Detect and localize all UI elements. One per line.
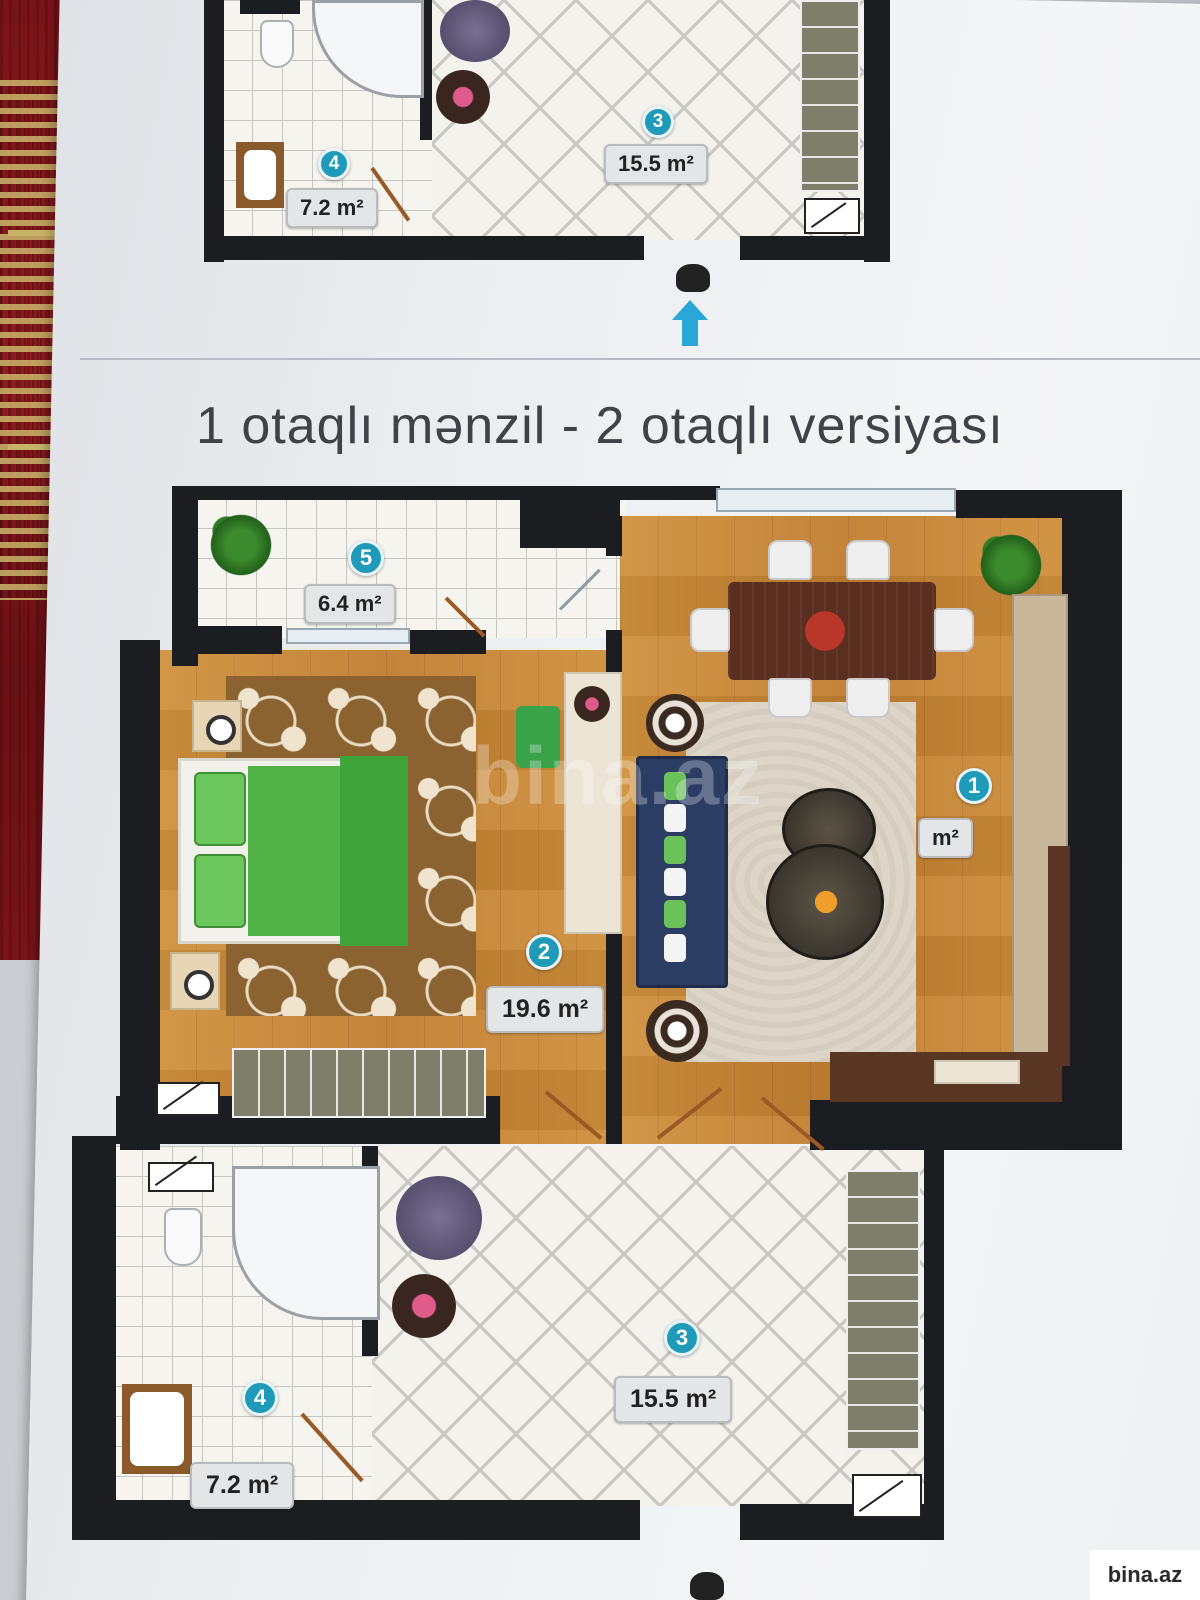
kitchen-cabinet-right — [1048, 846, 1070, 1066]
hall-ottoman — [396, 1176, 482, 1260]
top-wardrobe — [800, 0, 860, 192]
living-plant — [976, 530, 1046, 600]
top-room-4-badge: 4 — [318, 148, 350, 180]
room-3-area: 15.5 m² — [614, 1376, 733, 1423]
living-pouf-top — [646, 694, 704, 752]
top-wall-bottom-left — [204, 236, 644, 260]
site-logo[interactable]: bina.az — [1090, 1550, 1200, 1600]
top-floor-plan: 4 7.2 m² 3 15.5 m² — [0, 0, 1200, 360]
bed-pillow-1 — [194, 772, 246, 846]
dining-chair-2 — [846, 540, 890, 580]
dining-chair-6 — [934, 608, 974, 652]
dining-chair-1 — [768, 540, 812, 580]
bedroom-wardrobe — [232, 1048, 486, 1118]
top-wall-right — [864, 0, 890, 262]
wall-divider-5-1 — [606, 516, 622, 556]
bed-blanket — [340, 756, 408, 946]
wall-left-lower — [72, 1136, 116, 1540]
dining-flowers — [800, 606, 850, 656]
window-living-top — [716, 488, 956, 512]
hall-entry-door-mark — [852, 1474, 922, 1518]
watermark: bina.az — [472, 731, 764, 822]
wall-bottom-left — [72, 1500, 640, 1540]
dining-chair-4 — [846, 678, 890, 718]
wall-right-step — [810, 1104, 1122, 1150]
sofa-pillow-5 — [664, 900, 686, 928]
wall-under-kitchen — [810, 1100, 1122, 1110]
bed-pillow-2 — [194, 854, 246, 928]
room-2-badge: 2 — [526, 934, 562, 970]
wall-top-left — [180, 486, 720, 500]
window-room5 — [286, 628, 410, 644]
top-wall-topnotch — [240, 0, 300, 14]
sofa-pillow-4 — [664, 868, 686, 896]
top-room-4-area: 7.2 m² — [286, 188, 378, 228]
top-sink — [236, 142, 284, 208]
kitchen-sink — [934, 1060, 1020, 1084]
wall-left-mid — [120, 640, 160, 1150]
nightstand-top — [192, 700, 242, 752]
room-2-area: 19.6 m² — [486, 986, 605, 1033]
sofa-pillow-1 — [664, 772, 686, 800]
wall-right-upper — [1062, 490, 1122, 1150]
hall-flower-table — [392, 1274, 456, 1338]
top-toilet — [260, 20, 294, 68]
room-3-badge: 3 — [664, 1320, 700, 1356]
top-wall-left — [204, 0, 224, 262]
bath-sink — [122, 1384, 192, 1474]
nightstand-bottom — [170, 952, 220, 1010]
entry-arrow-stem — [682, 320, 698, 346]
sofa-pillow-2 — [664, 804, 686, 832]
room-4-badge: 4 — [242, 1380, 278, 1416]
room-4-area: 7.2 m² — [190, 1462, 295, 1509]
top-room-3-area: 15.5 m² — [604, 144, 708, 184]
top-wall-bottom-right — [740, 236, 890, 260]
sofa-pillow-6 — [664, 934, 686, 962]
plan-heading: 1 otaqlı mənzil - 2 otaqlı versiyası — [196, 397, 1004, 455]
wall-room5-bottom-right — [410, 630, 486, 654]
dining-chair-3 — [768, 678, 812, 718]
top-ottoman — [440, 0, 510, 62]
wall-right-lower — [924, 1144, 944, 1540]
room-5-plant — [206, 510, 276, 580]
room-5-area: 6.4 m² — [304, 584, 396, 624]
coffee-flowers — [812, 888, 840, 916]
room-5-badge: 5 — [348, 540, 384, 576]
section-divider — [80, 358, 1200, 360]
entry-person-icon — [690, 1572, 724, 1600]
wall-top-right — [956, 490, 1080, 518]
toilet — [164, 1208, 202, 1266]
dining-chair-5 — [690, 608, 730, 652]
hall-wardrobe — [846, 1170, 920, 1450]
sofa-pillow-3 — [664, 836, 686, 864]
top-entry-person-icon — [676, 264, 710, 292]
wall-room5-bottom-left — [172, 626, 282, 654]
bath-corner-door-mark — [148, 1162, 214, 1192]
desk-flowers — [574, 686, 610, 722]
living-pouf-bottom — [646, 1000, 708, 1062]
room-1-area: m² — [918, 818, 973, 858]
top-entry-door-mark — [804, 198, 860, 234]
top-room-3-badge: 3 — [642, 106, 674, 138]
room-1-badge: 1 — [956, 768, 992, 804]
wall-top-notch — [520, 490, 620, 548]
top-flower-table — [436, 70, 490, 124]
bedroom-corner-door-mark — [156, 1082, 220, 1116]
desk-chair — [516, 706, 560, 768]
entry-arrow-icon — [672, 300, 708, 320]
